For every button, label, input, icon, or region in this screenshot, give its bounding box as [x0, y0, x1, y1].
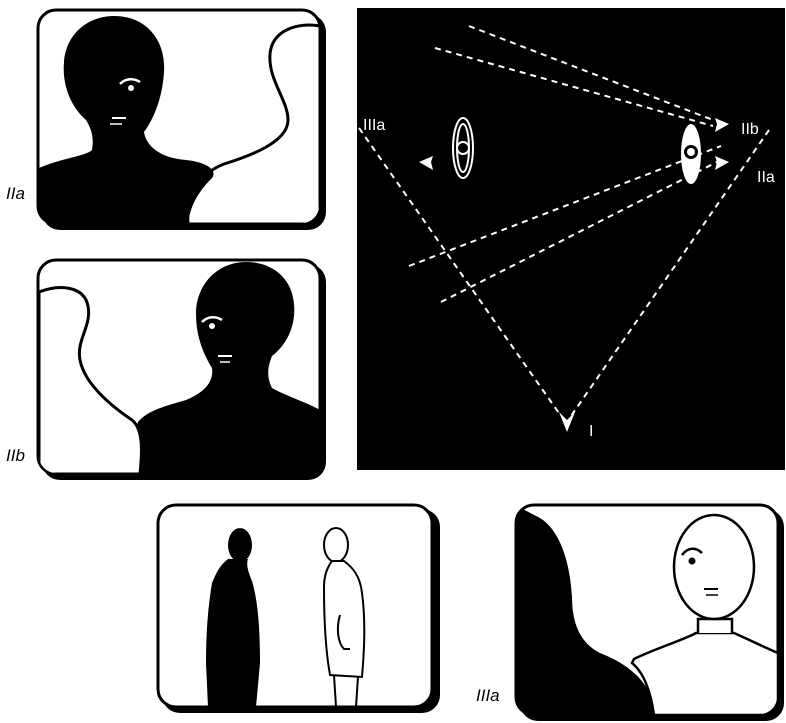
label-IIb: IIb: [741, 121, 759, 138]
panel-shot-IIb: [36, 258, 328, 482]
panel-shot-IIa: [36, 8, 328, 232]
bald-head: [674, 515, 754, 619]
label-IIIa: IIIa: [363, 117, 385, 134]
caption-IIIa: IIIa: [476, 686, 500, 706]
figure-right-eye-icon: [681, 124, 701, 184]
label-IIa: IIa: [757, 169, 775, 186]
caption-IIb: IIb: [6, 446, 25, 466]
camera-position-diagram: IIIa IIb IIa I: [357, 8, 785, 475]
panel-shot-I: [156, 503, 442, 715]
label-I: I: [589, 423, 593, 440]
panel-shot-IIIa: [514, 503, 786, 723]
caption-IIa: IIa: [6, 184, 25, 204]
